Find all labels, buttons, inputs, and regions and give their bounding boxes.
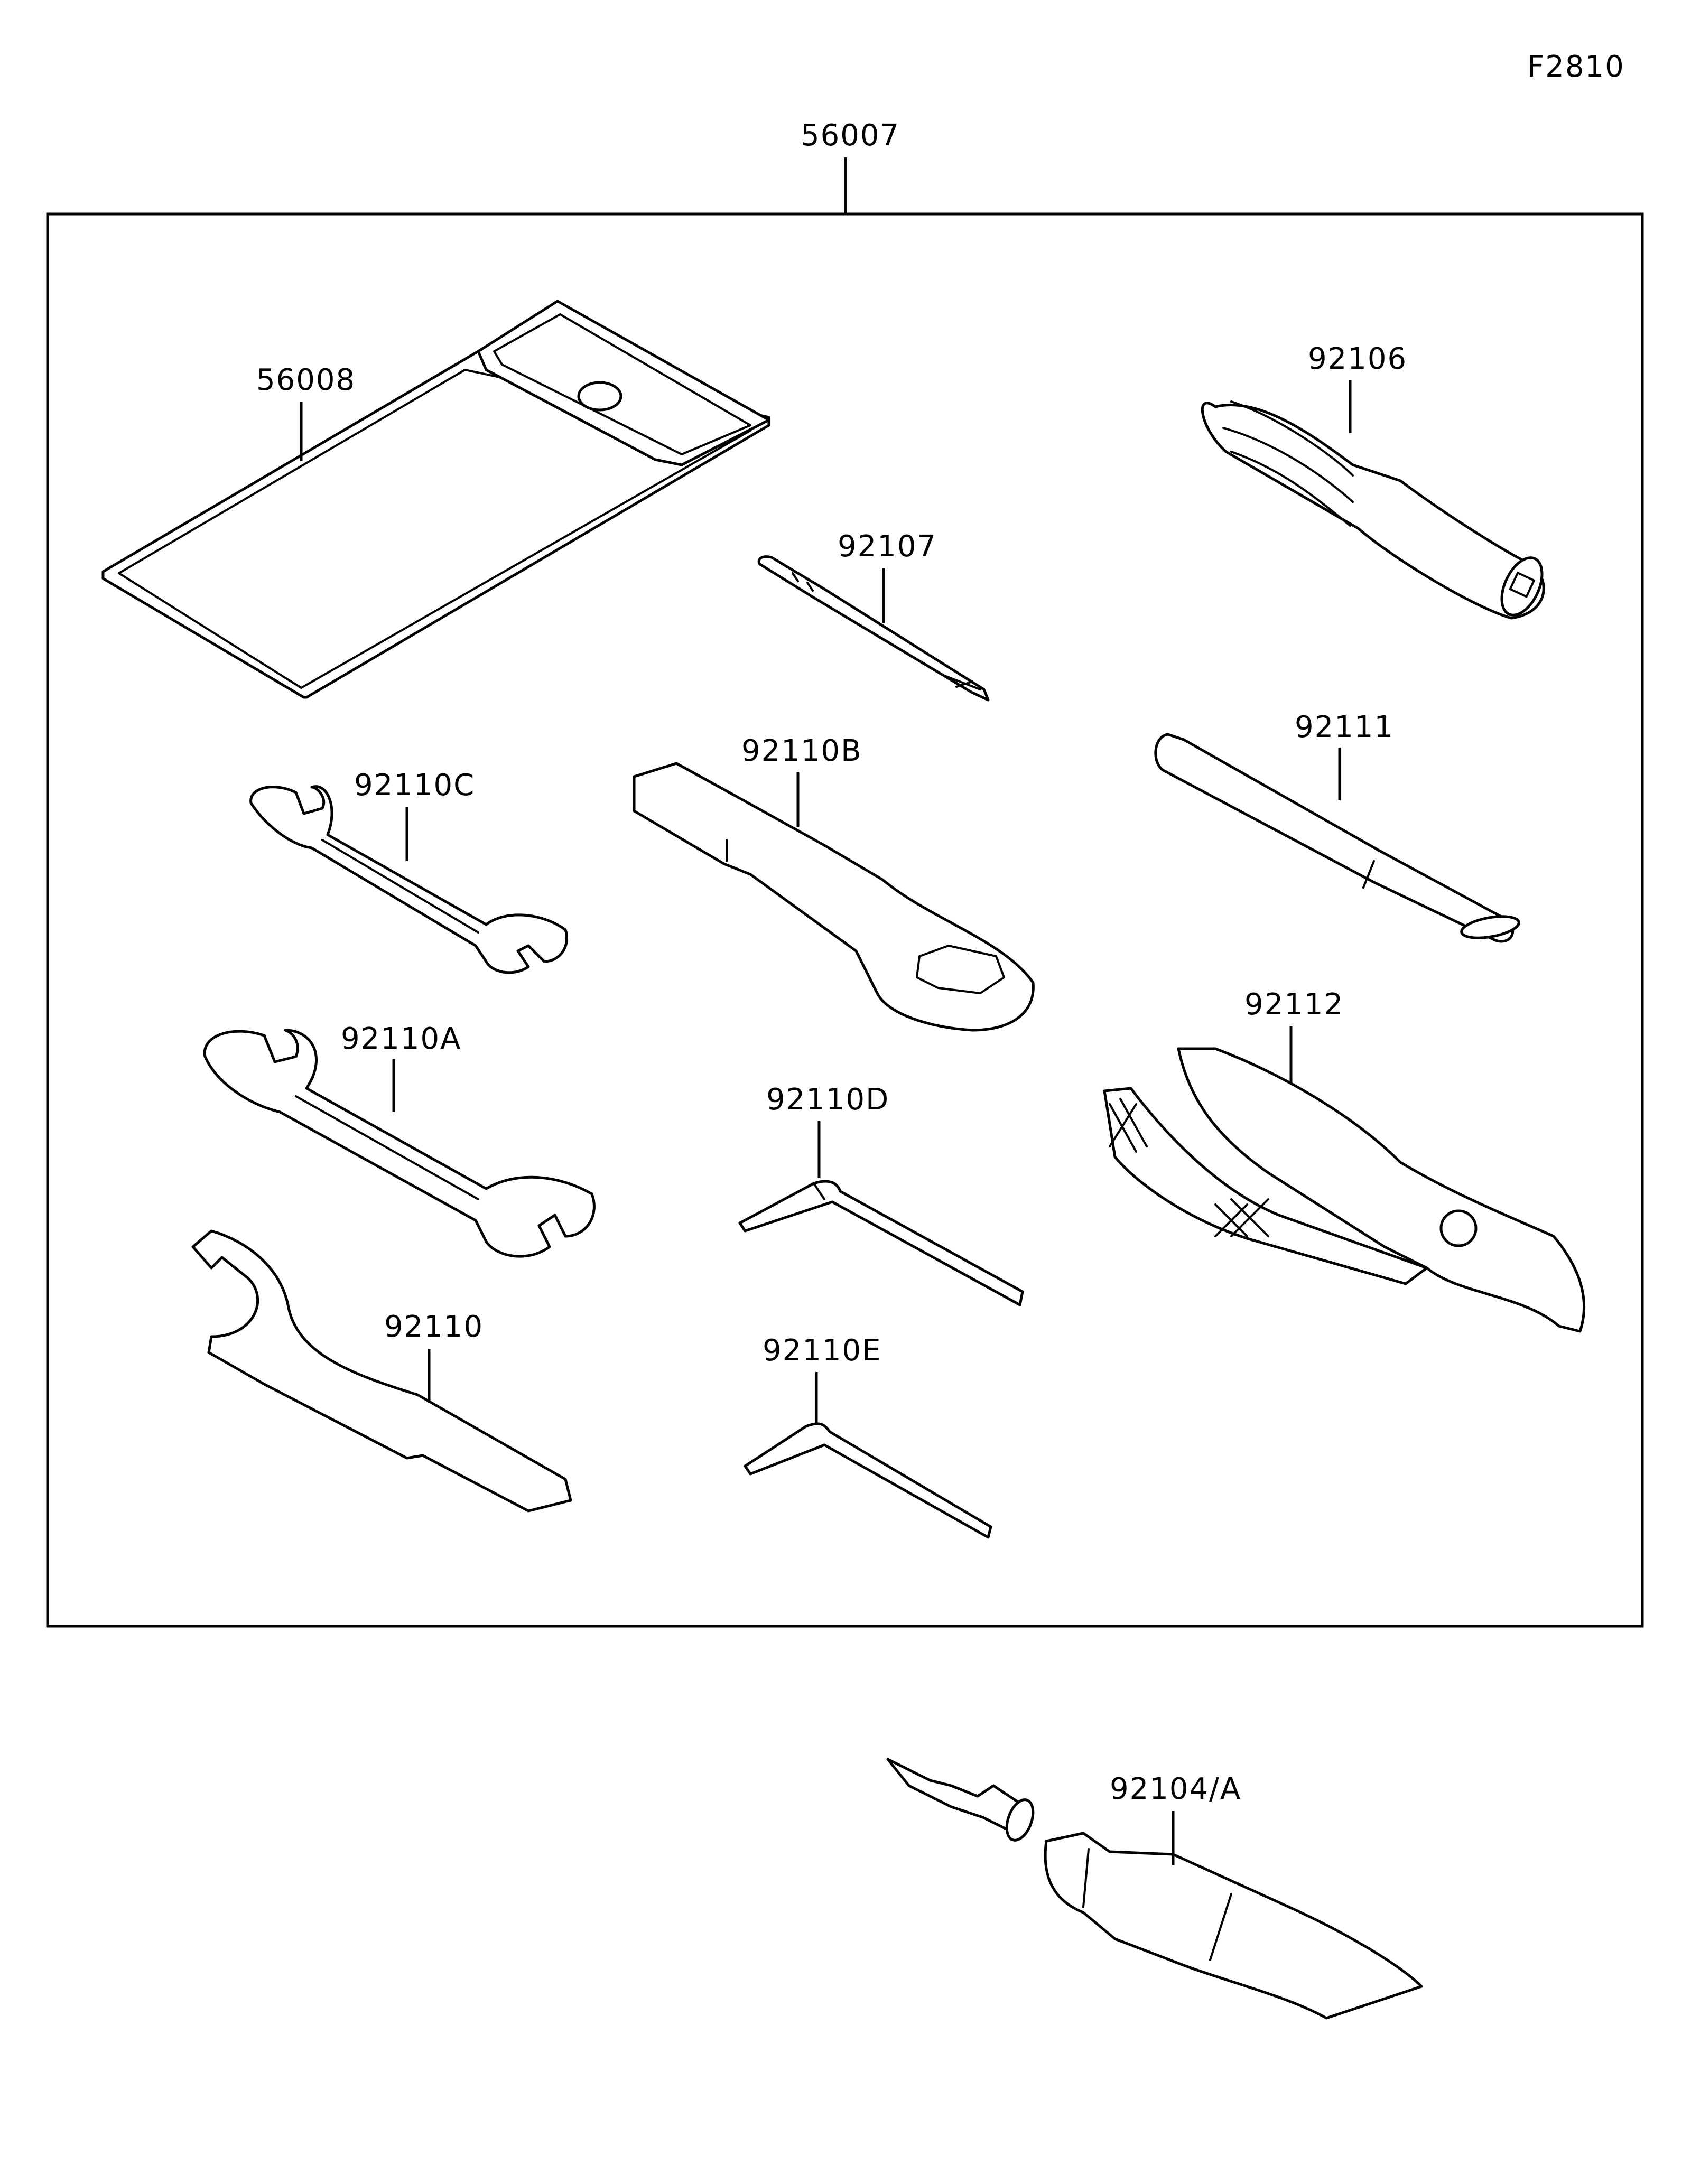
pliers-92112[interactable] — [1103, 1047, 1586, 1333]
wrench-92110A[interactable] — [203, 1029, 596, 1258]
label-92112[interactable]: 92112 — [1244, 987, 1344, 1022]
screwdriver-bit-92107[interactable] — [757, 555, 990, 702]
label-92104A[interactable]: 92104/A — [1110, 1772, 1241, 1806]
label-92107[interactable]: 92107 — [838, 529, 937, 564]
extension-bar-92111[interactable] — [1154, 733, 1520, 943]
label-56008[interactable]: 56008 — [256, 363, 356, 397]
hex-key-92110D[interactable] — [738, 1180, 1024, 1306]
sealant-tube-92104A[interactable] — [886, 1758, 1423, 2020]
hook-wrench-92110[interactable] — [191, 1229, 572, 1513]
label-92106[interactable]: 92106 — [1308, 342, 1407, 376]
screwdriver-handle-92106[interactable] — [1201, 400, 1550, 621]
label-92110C[interactable]: 92110C — [354, 768, 475, 802]
hex-key-92110E[interactable] — [744, 1422, 992, 1539]
label-92110D[interactable]: 92110D — [766, 1082, 889, 1117]
tool-bag-56008[interactable] — [101, 300, 770, 699]
label-92110A[interactable]: 92110A — [341, 1022, 461, 1056]
assembly-label-56007[interactable]: 56007 — [801, 118, 900, 153]
figure-code: F2810 — [1527, 50, 1625, 84]
label-92111[interactable]: 92111 — [1295, 710, 1394, 744]
label-92110E[interactable]: 92110E — [763, 1333, 882, 1368]
ring-spanner-92110B[interactable] — [633, 762, 1035, 1032]
label-92110[interactable]: 92110 — [384, 1310, 484, 1344]
label-92110B[interactable]: 92110B — [741, 734, 862, 768]
wrench-92110C[interactable] — [249, 785, 569, 974]
tool-kit-frame — [46, 212, 1644, 1628]
